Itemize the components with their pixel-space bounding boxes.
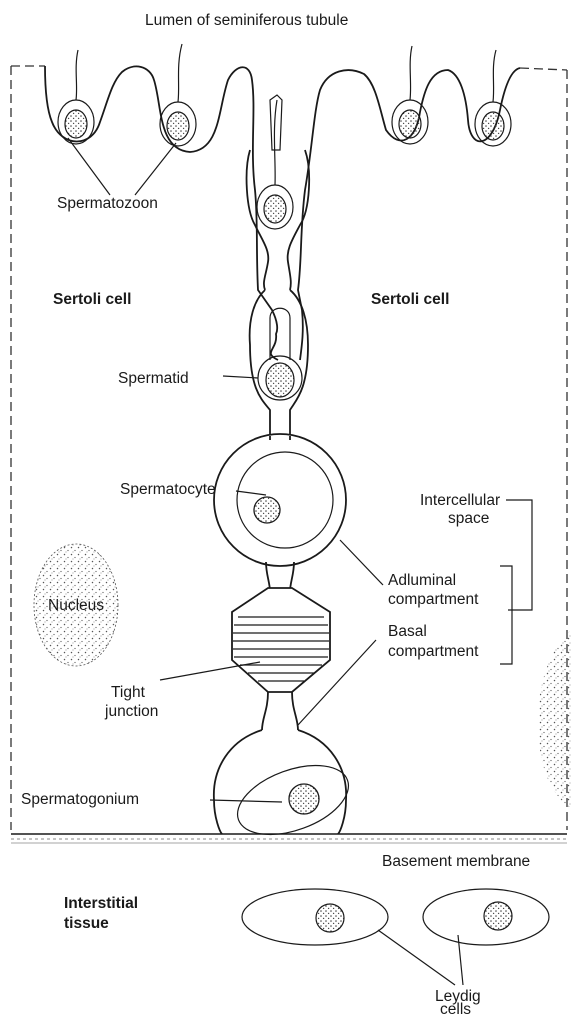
intercellular-label-2: space <box>448 510 489 527</box>
leydig-cells <box>242 889 549 945</box>
tight-junction-label-1: Tight <box>111 684 146 701</box>
spermatocyte-nucleus <box>254 497 280 523</box>
right-edge-nucleus <box>538 630 571 808</box>
spermatozoon-label: Spermatozoon <box>57 195 158 212</box>
sertoli-cell-right-label: Sertoli cell <box>371 291 449 308</box>
leydig-label-2: cells <box>440 1001 471 1016</box>
basal-label-1: Basal <box>388 623 427 640</box>
lumen-label: Lumen of seminiferous tubule <box>145 12 348 29</box>
tight-junction-block <box>232 588 330 692</box>
sertoli-cell-left-label: Sertoli cell <box>53 291 131 308</box>
spermatocyte-label: Spermatocyte <box>120 481 216 498</box>
adluminal-label-2: compartment <box>388 591 479 608</box>
adluminal-label-1: Adluminal <box>388 572 456 589</box>
basement-membrane <box>11 834 567 843</box>
spermatogonium-nucleus <box>289 784 319 814</box>
spermatogonium-label: Spermatogonium <box>21 791 139 808</box>
spermatid <box>258 308 302 400</box>
basal-label-2: compartment <box>388 643 479 660</box>
left-sertoli-surface <box>45 66 278 360</box>
basement-membrane-label: Basement membrane <box>382 853 530 870</box>
intercellular-label-1: Intercellular <box>420 492 500 509</box>
interstitial-label-2: tissue <box>64 915 109 932</box>
nucleus-label: Nucleus <box>48 597 104 614</box>
tight-junction-label-2: junction <box>104 703 158 720</box>
interstitial-label-1: Interstitial <box>64 895 138 912</box>
central-column <box>214 150 358 848</box>
spermatid-label: Spermatid <box>118 370 189 387</box>
